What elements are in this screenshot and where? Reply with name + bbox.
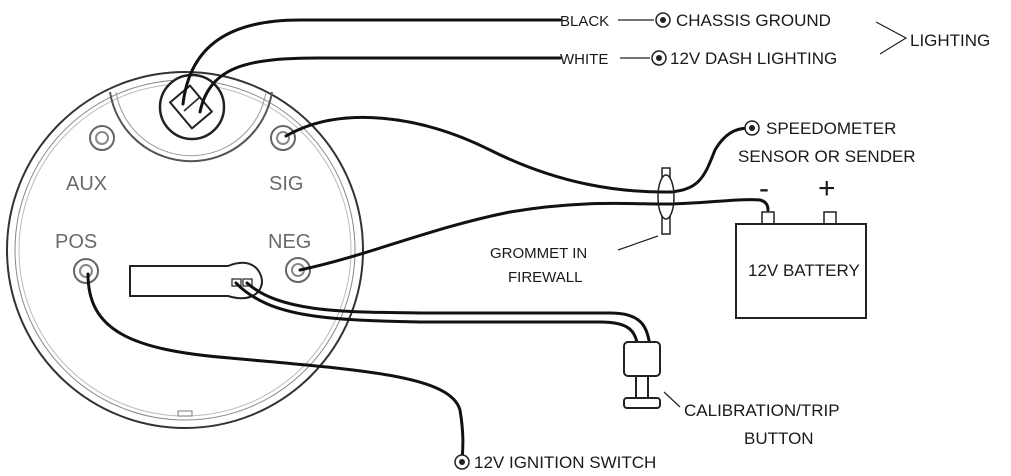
grommet xyxy=(657,167,675,235)
ring-terminal-ignition xyxy=(454,454,470,470)
dash-lighting-label: 12V DASH LIGHTING xyxy=(670,49,837,68)
white-label: WHITE xyxy=(560,51,608,68)
calibration-button xyxy=(623,341,661,409)
neg-wire xyxy=(298,198,770,272)
grommet-label-2: FIREWALL xyxy=(508,269,582,286)
button-label-1: CALIBRATION/TRIP xyxy=(684,401,840,420)
sig-wire xyxy=(284,115,754,194)
grommet-label-1: GROMMET IN xyxy=(490,245,587,262)
button-connector xyxy=(129,261,263,300)
black-label: BLACK xyxy=(560,13,609,30)
battery-pos-label: + xyxy=(818,172,836,205)
pos-terminal xyxy=(73,258,99,284)
aux-label: AUX xyxy=(66,173,107,195)
white-wire xyxy=(198,56,562,114)
sig-terminal xyxy=(270,125,296,151)
pos-label: POS xyxy=(55,231,97,253)
button-wire-a xyxy=(234,281,640,350)
chassis-ground-label: CHASSIS GROUND xyxy=(676,11,831,30)
ring-terminal-speedometer xyxy=(744,120,760,136)
speedometer-label-2: SENSOR OR SENDER xyxy=(738,147,916,166)
button-label-2: BUTTON xyxy=(744,429,814,448)
battery-label: 12V BATTERY xyxy=(748,261,860,280)
aux-terminal xyxy=(89,125,115,151)
sig-label: SIG xyxy=(269,173,303,195)
battery-neg-label: - xyxy=(759,172,769,205)
pos-wire xyxy=(86,272,465,464)
battery xyxy=(735,211,867,319)
wires xyxy=(86,18,770,464)
ignition-label: 12V IGNITION SWITCH xyxy=(474,453,656,472)
button-wire-b xyxy=(245,281,652,350)
ring-terminal-dash xyxy=(651,50,667,66)
neg-terminal xyxy=(285,257,311,283)
black-wire xyxy=(181,18,562,106)
ring-terminal-chassis xyxy=(655,12,671,28)
neg-label: NEG xyxy=(268,231,311,253)
lighting-bracket xyxy=(875,21,908,55)
speedometer-label-1: SPEEDOMETER xyxy=(766,119,896,138)
lighting-label: LIGHTING xyxy=(910,31,990,50)
